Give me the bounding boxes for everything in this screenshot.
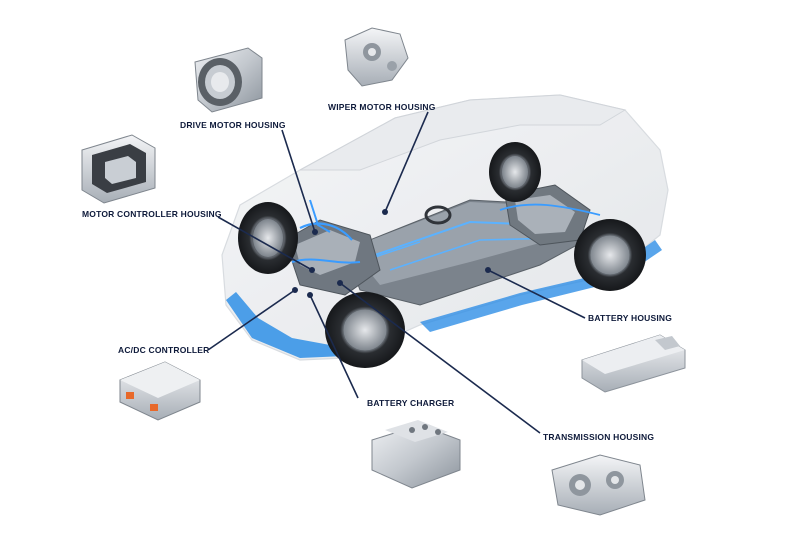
- leader-line-drive-motor-housing: [281, 129, 316, 233]
- endpoint-drive-motor: [312, 229, 318, 235]
- leader-endpoints: [292, 209, 491, 298]
- endpoint-ac-dc-controller: [292, 287, 298, 293]
- endpoint-battery-housing: [485, 267, 491, 273]
- wiper-motor-housing-thumbnail: [344, 27, 409, 87]
- leader-line-wiper-motor-housing: [384, 111, 429, 213]
- label-ac-dc-controller: AC/DC CONTROLLER: [118, 345, 210, 355]
- endpoint-battery-charger: [307, 292, 313, 298]
- label-drive-motor-housing: DRIVE MOTOR HOUSING: [180, 120, 286, 130]
- leader-line-ac-dc-controller: [207, 289, 296, 351]
- label-battery-charger: BATTERY CHARGER: [367, 398, 455, 408]
- label-transmission-housing: TRANSMISSION HOUSING: [543, 432, 655, 442]
- endpoint-motor-controller: [309, 267, 315, 273]
- leader-line-battery-housing: [487, 269, 586, 319]
- wheel-front-left: [325, 292, 405, 368]
- battery-housing-thumbnail: [581, 334, 686, 393]
- wheel-rear-left: [574, 219, 646, 291]
- motor-controller-housing-thumbnail: [81, 134, 156, 204]
- wheel-rear-right: [489, 142, 541, 202]
- front-drive-unit: [284, 199, 381, 296]
- leader-line-transmission-housing: [339, 282, 541, 434]
- label-motor-controller-housing: MOTOR CONTROLLER HOUSING: [82, 209, 222, 219]
- ac-dc-controller-thumbnail: [119, 361, 201, 421]
- endpoint-wiper-motor: [382, 209, 388, 215]
- label-battery-housing: BATTERY HOUSING: [588, 313, 673, 323]
- leader-lines: [207, 111, 586, 434]
- leader-line-battery-charger: [309, 294, 359, 399]
- endpoint-transmission-housing: [337, 280, 343, 286]
- transmission-housing-thumbnail: [551, 454, 646, 516]
- leader-line-motor-controller-housing: [217, 216, 313, 271]
- battery-charger-thumbnail: [371, 420, 461, 489]
- drive-motor-housing-thumbnail: [194, 47, 263, 113]
- steering-wheel: [424, 205, 452, 225]
- label-wiper-motor-housing: WIPER MOTOR HOUSING: [328, 102, 436, 112]
- wheel-front-right: [238, 202, 298, 274]
